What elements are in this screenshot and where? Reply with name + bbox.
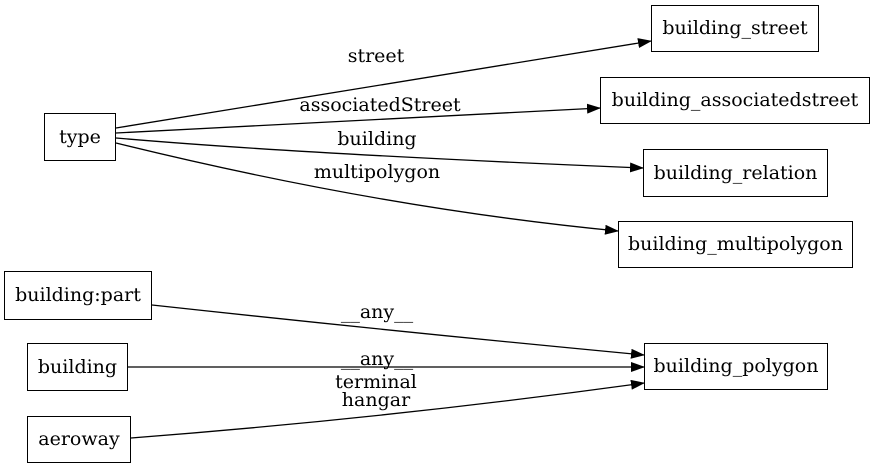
edge-label-associatedstreet: associatedStreet xyxy=(299,94,461,116)
edge-type-building_multipolygon xyxy=(115,142,619,235)
edge-type-building_relation xyxy=(115,137,644,173)
node-building: building xyxy=(27,343,128,391)
node-aeroway-label: aeroway xyxy=(38,428,120,450)
edge-type-building_street xyxy=(115,38,652,129)
node-building-relation: building_relation xyxy=(643,149,828,197)
node-building-associatedstreet-label: building_associatedstreet xyxy=(611,89,859,111)
node-building-street-label: building_street xyxy=(662,17,808,39)
node-building-associatedstreet: building_associatedstreet xyxy=(600,77,870,124)
edge-label-building: building xyxy=(337,128,417,150)
node-building-polygon-label: building_polygon xyxy=(653,355,819,377)
edge-label-street: street xyxy=(347,45,405,67)
node-building-street: building_street xyxy=(651,5,819,52)
node-type: type xyxy=(44,113,116,161)
node-building-multipolygon-label: building_multipolygon xyxy=(628,233,843,255)
edge-type-building_associatedstreet xyxy=(115,103,601,134)
edge-buildingpart-building_polygon xyxy=(151,304,645,359)
edge-label-terminal-hangar: terminal hangar xyxy=(335,371,417,411)
node-building-part-label: building:part xyxy=(15,284,141,306)
node-building-relation-label: building_relation xyxy=(653,161,818,184)
node-building-polygon: building_polygon xyxy=(644,343,828,390)
edge-label-multipolygon: multipolygon xyxy=(313,161,441,183)
node-aeroway: aeroway xyxy=(27,416,131,463)
edge-aeroway-building_polygon xyxy=(130,379,645,439)
edge-label-any-buildingpart: __any__ xyxy=(340,301,414,323)
node-building-label: building xyxy=(37,355,118,378)
node-building-part: building:part xyxy=(4,271,152,320)
node-building-multipolygon: building_multipolygon xyxy=(618,221,853,268)
node-type-label: type xyxy=(59,125,101,148)
edge-label-any-building: __any__ xyxy=(340,348,414,370)
